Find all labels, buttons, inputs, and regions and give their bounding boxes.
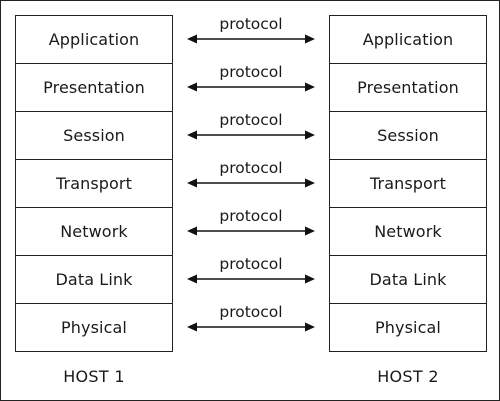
protocol-link-network: protocol [187,207,315,247]
protocol-link-presentation: protocol [187,63,315,103]
protocol-label: protocol [219,111,283,129]
protocol-link-session: protocol [187,111,315,151]
protocol-label: protocol [219,15,283,33]
double-arrow-icon [187,82,315,92]
protocol-link-application: protocol [187,15,315,55]
host2-layer-physical: Physical [330,304,486,352]
protocol-label: protocol [219,207,283,225]
double-arrow-icon [187,322,315,332]
double-arrow-icon [187,226,315,236]
protocol-label: protocol [219,255,283,273]
host1-layer-network: Network [16,208,172,256]
host2-layer-network: Network [330,208,486,256]
host2-label: HOST 2 [377,367,439,386]
host1-layer-physical: Physical [16,304,172,352]
host1-layer-application: Application [16,16,172,64]
double-arrow-icon [187,178,315,188]
host1-layer-presentation: Presentation [16,64,172,112]
double-arrow-icon [187,130,315,140]
protocol-link-transport: protocol [187,159,315,199]
host1-layer-session: Session [16,112,172,160]
double-arrow-icon [187,274,315,284]
host1-layer-transport: Transport [16,160,172,208]
host1-layer-data-link: Data Link [16,256,172,304]
protocol-label: protocol [219,159,283,177]
protocol-link-data-link: protocol [187,255,315,295]
host1-label: HOST 1 [63,367,125,386]
host2-layer-transport: Transport [330,160,486,208]
host1-layer-stack: Application Presentation Session Transpo… [15,15,173,352]
protocol-label: protocol [219,303,283,321]
host2-layer-presentation: Presentation [330,64,486,112]
host2-layer-application: Application [330,16,486,64]
protocol-label: protocol [219,63,283,81]
host2-layer-data-link: Data Link [330,256,486,304]
host2-layer-session: Session [330,112,486,160]
host2-layer-stack: Application Presentation Session Transpo… [329,15,487,352]
double-arrow-icon [187,34,315,44]
protocol-link-physical: protocol [187,303,315,343]
